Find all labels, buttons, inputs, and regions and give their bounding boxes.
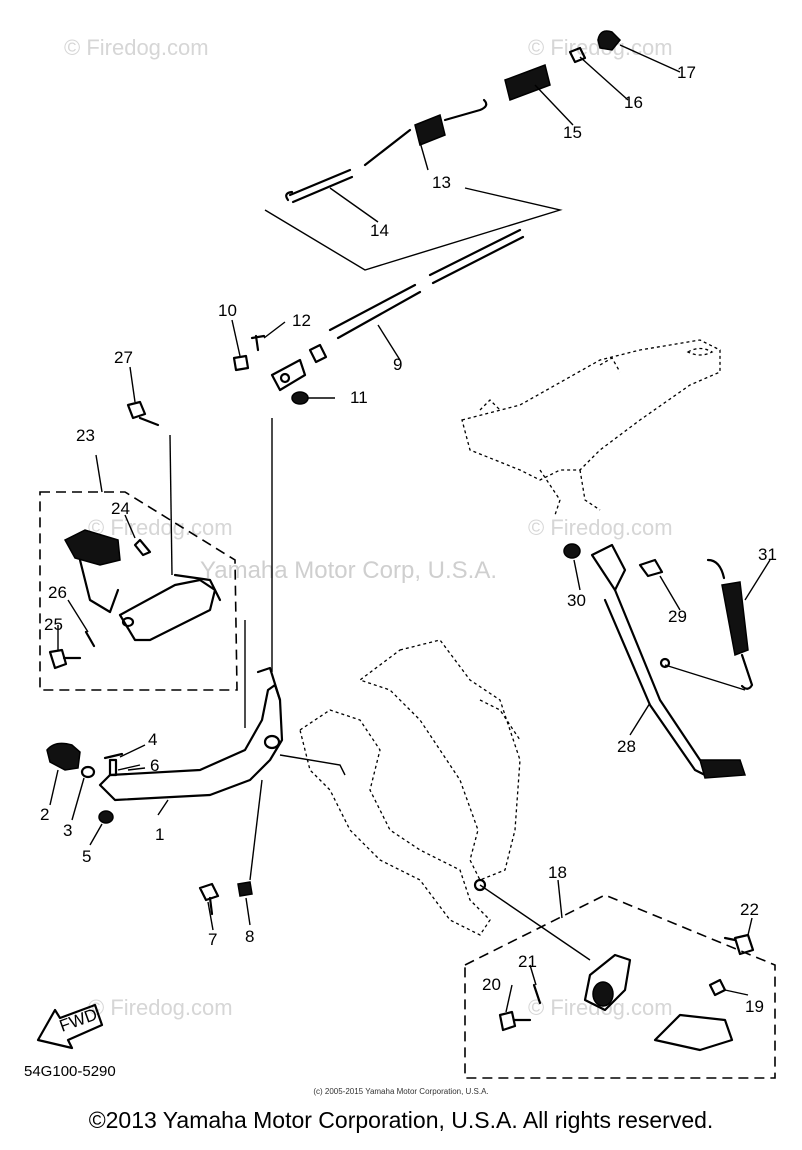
watermark-4: © Firedog.com [528,515,673,540]
part-label-22: 22 [740,900,759,919]
part-label-24: 24 [111,499,130,518]
part-label-27: 27 [114,348,133,367]
diagram-code: 54G100-5290 [24,1063,116,1080]
brake-pedal [98,418,346,802]
upper-rod-group [264,30,622,285]
small-copyright: (c) 2005-2015 Yamaha Motor Corporation, … [313,1087,489,1096]
part-label-5: 5 [82,847,91,866]
watermarks: © Firedog.com © Firedog.com © Firedog.co… [64,35,673,1020]
footrest-group-left [39,400,238,691]
footrest-group-right [464,878,776,1079]
part-label-31: 31 [758,545,777,564]
part-label-4: 4 [148,730,157,749]
small-parts-left [46,742,141,824]
part-label-19: 19 [745,997,764,1016]
part-label-2: 2 [40,805,49,824]
part-label-25: 25 [44,615,63,634]
center-watermark: Yamaha Motor Corp, U.S.A. [200,557,497,584]
part-label-17: 17 [677,63,696,82]
part-label-13: 13 [432,173,451,192]
part-label-23: 23 [76,426,95,445]
part-label-9: 9 [393,355,402,374]
part-label-7: 7 [208,930,217,949]
fwd-label: FWD [57,1005,100,1036]
part-label-15: 15 [563,123,582,142]
bolts-7-8 [198,779,263,916]
leader-lines [49,44,771,1013]
part-label-1: 1 [155,825,164,844]
fwd-arrow: FWD [36,1003,104,1050]
part-label-20: 20 [482,975,501,994]
copyright-notice: ©2013 Yamaha Motor Corporation, U.S.A. A… [88,1107,714,1133]
part-label-30: 30 [567,591,586,610]
part-label-11: 11 [350,388,368,407]
part-labels: 1 2 3 4 5 6 7 8 9 10 11 12 13 14 15 16 1… [40,63,777,1016]
part-label-26: 26 [48,583,67,602]
linkage-rod [232,283,422,405]
part-label-18: 18 [548,863,567,882]
part-label-8: 8 [245,927,254,946]
part-label-16: 16 [624,93,643,112]
part-label-29: 29 [668,607,687,626]
frame-outline [299,339,721,936]
part-label-14: 14 [370,221,389,240]
watermark-3: © Firedog.com [88,515,233,540]
watermark-5: © Firedog.com [88,995,233,1020]
part-label-12: 12 [292,311,311,330]
part-label-6: 6 [150,756,159,775]
side-stand [563,543,754,779]
part-label-28: 28 [617,737,636,756]
part-label-21: 21 [518,952,537,971]
part-label-3: 3 [63,821,72,840]
watermark-1: © Firedog.com [64,35,209,60]
part-label-10: 10 [218,301,237,320]
